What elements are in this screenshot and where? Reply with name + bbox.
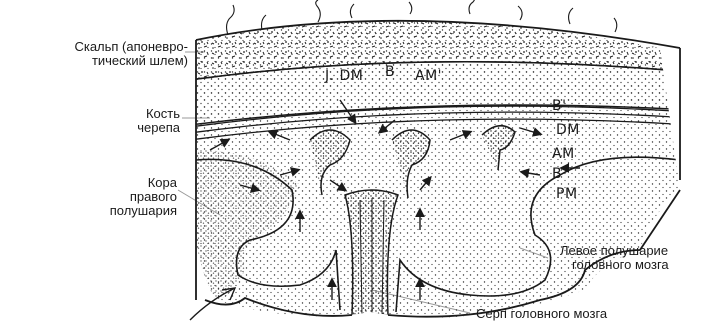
fade-overlay (0, 305, 150, 327)
mark-b: B (385, 64, 395, 80)
mark-dm: DM (556, 122, 580, 138)
mark-am-prime: AM' (415, 68, 442, 84)
mark-j-dm: J. DM (324, 68, 363, 84)
mark-b-lower: B (552, 166, 562, 182)
mark-am: AM (552, 146, 575, 162)
brain-section (190, 0, 690, 327)
mark-pm: PM (556, 186, 578, 202)
mark-b-prime: B' (552, 98, 566, 114)
